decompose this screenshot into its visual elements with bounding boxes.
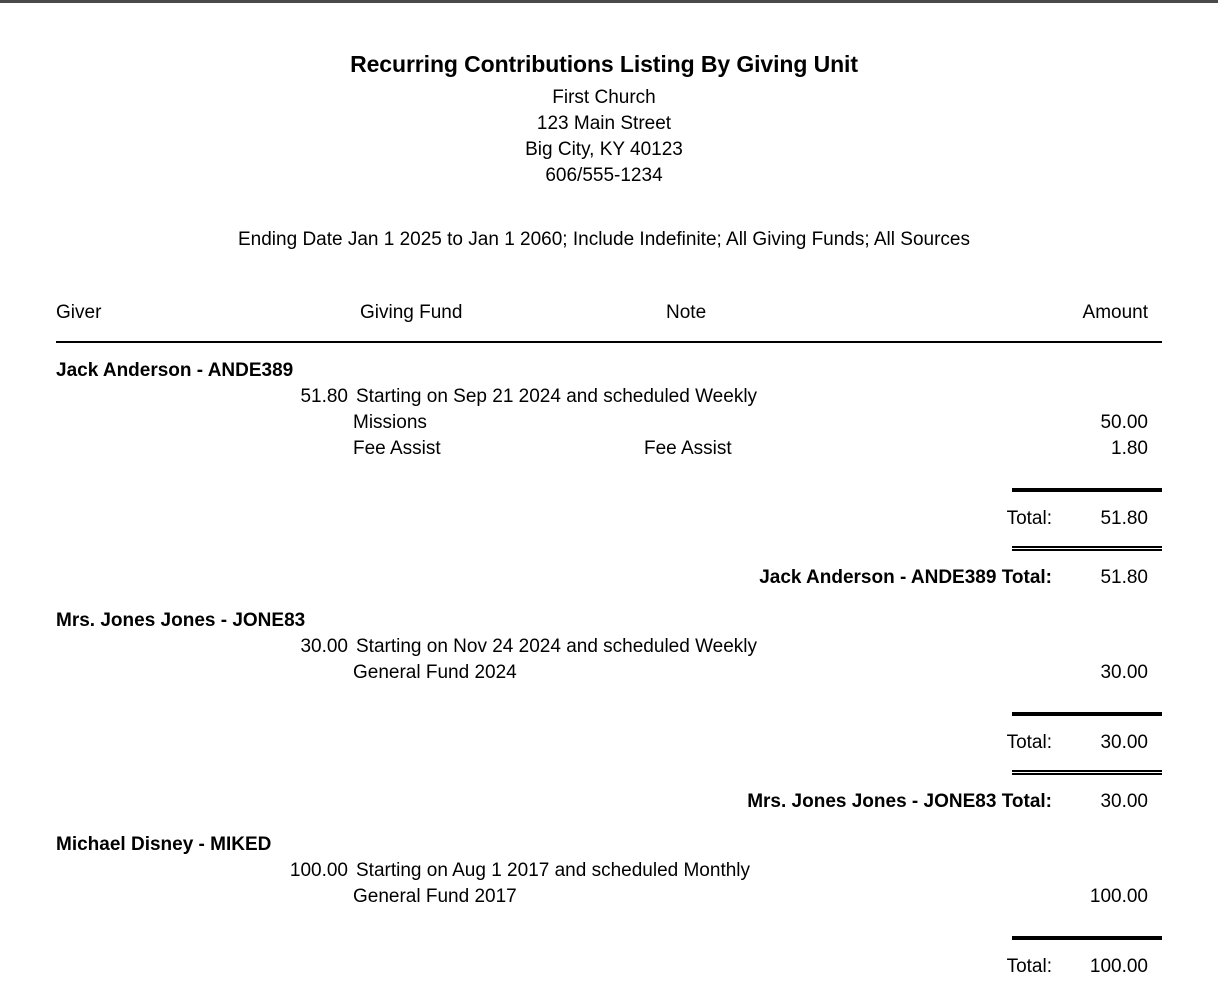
giver-name: Jack Anderson - ANDE389 [56, 360, 294, 381]
giver-total-label: Jack Anderson - ANDE389 Total: [759, 567, 1052, 588]
subtotal-rule [1012, 488, 1162, 492]
giver-name: Michael Disney - MIKED [56, 834, 272, 855]
schedule-row: 30.00 Starting on Nov 24 2024 and schedul… [56, 636, 1162, 662]
schedule-amount: 100.00 [289, 860, 348, 881]
spacer [56, 912, 1162, 936]
report-criteria: Ending Date Jan 1 2025 to Jan 1 2060; In… [238, 229, 970, 250]
organization-name: First Church [552, 87, 656, 108]
subtotal-row: Total: 30.00 [56, 732, 1162, 758]
subtotal-row: Total: 100.00 [56, 956, 1162, 982]
report-body: Recurring Contributions Listing By Givin… [0, 3, 1218, 986]
note-cell: Fee Assist [644, 438, 732, 459]
spacer [56, 534, 1162, 546]
column-header-amount: Amount [1082, 302, 1148, 323]
amount-cell: 30.00 [1100, 662, 1148, 683]
giver-total-row: Jack Anderson - ANDE389 Total: 51.80 [56, 567, 1162, 593]
giver-group-header: Mrs. Jones Jones - JONE83 [56, 610, 1162, 636]
giver-total-amount: 30.00 [1100, 791, 1148, 812]
schedule-description: Starting on Nov 24 2024 and scheduled We… [356, 636, 758, 657]
giver-group: Mrs. Jones Jones - JONE83 30.00 Starting o… [56, 610, 1162, 817]
column-header-giver: Giver [56, 302, 102, 323]
page-title: Recurring Contributions Listing By Givin… [350, 51, 858, 77]
schedule-amount: 51.80 [300, 386, 348, 407]
subtotal-row: Total: 51.80 [56, 508, 1162, 534]
amount-cell: 100.00 [1089, 886, 1148, 907]
subtotal-label: Total: [1006, 508, 1052, 529]
giving-fund-cell: General Fund 2024 [353, 662, 517, 683]
subtotal-amount: 51.80 [1100, 508, 1148, 529]
schedule-amount: 30.00 [300, 636, 348, 657]
schedule-description: Starting on Sep 21 2024 and scheduled We… [356, 386, 758, 407]
giver-group-header: Michael Disney - MIKED [56, 834, 1162, 860]
header-rule [56, 341, 1162, 343]
schedule-row: 100.00 Starting on Aug 1 2017 and schedul… [56, 860, 1162, 886]
giving-fund-cell: General Fund 2017 [353, 886, 517, 907]
report-header: Recurring Contributions Listing By Givin… [0, 3, 1218, 253]
column-header-row: Giver Giving Fund Note Amount [56, 302, 1162, 332]
subtotal-rule [1012, 936, 1162, 940]
table-row: Missions 50.00 [56, 412, 1162, 438]
subtotal-label: Total: [1006, 732, 1052, 753]
giver-total-row: Mrs. Jones Jones - JONE83 Total: 30.00 [56, 791, 1162, 817]
amount-cell: 1.80 [1111, 438, 1148, 459]
grand-total-double-rule [1012, 546, 1162, 551]
organization-city-state-zip: Big City, KY 40123 [525, 139, 683, 160]
subtotal-amount: 100.00 [1089, 956, 1148, 977]
spacer [56, 758, 1162, 770]
giver-group: Jack Anderson - ANDE389 51.80 Starting on … [56, 360, 1162, 593]
giving-fund-cell: Missions [353, 412, 427, 433]
column-header-note: Note [666, 302, 707, 323]
giver-group-header: Jack Anderson - ANDE389 [56, 360, 1162, 386]
organization-address: 123 Main Street [536, 113, 672, 134]
amount-cell: 50.00 [1100, 412, 1148, 433]
organization-phone: 606/555-1234 [545, 165, 663, 186]
table-row: General Fund 2017 100.00 [56, 886, 1162, 912]
spacer [56, 982, 1162, 986]
schedule-description: Starting on Aug 1 2017 and scheduled Mon… [356, 860, 751, 881]
subtotal-label: Total: [1006, 956, 1052, 977]
giving-fund-cell: Fee Assist [353, 438, 441, 459]
giver-name: Mrs. Jones Jones - JONE83 [56, 610, 306, 631]
table-row: Fee Assist Fee Assist 1.80 [56, 438, 1162, 464]
giver-total-label: Mrs. Jones Jones - JONE83 Total: [747, 791, 1052, 812]
giver-group: Michael Disney - MIKED 100.00 Starting on … [56, 834, 1162, 986]
table-row: General Fund 2024 30.00 [56, 662, 1162, 688]
giver-total-amount: 51.80 [1100, 567, 1148, 588]
subtotal-amount: 30.00 [1100, 732, 1148, 753]
schedule-row: 51.80 Starting on Sep 21 2024 and schedul… [56, 386, 1162, 412]
spacer [56, 688, 1162, 712]
subtotal-rule [1012, 712, 1162, 716]
spacer [56, 464, 1162, 488]
grand-total-double-rule [1012, 770, 1162, 775]
column-header-giving-fund: Giving Fund [360, 302, 463, 323]
report-table: Giver Giving Fund Note Amount Jack Ander… [0, 302, 1218, 986]
